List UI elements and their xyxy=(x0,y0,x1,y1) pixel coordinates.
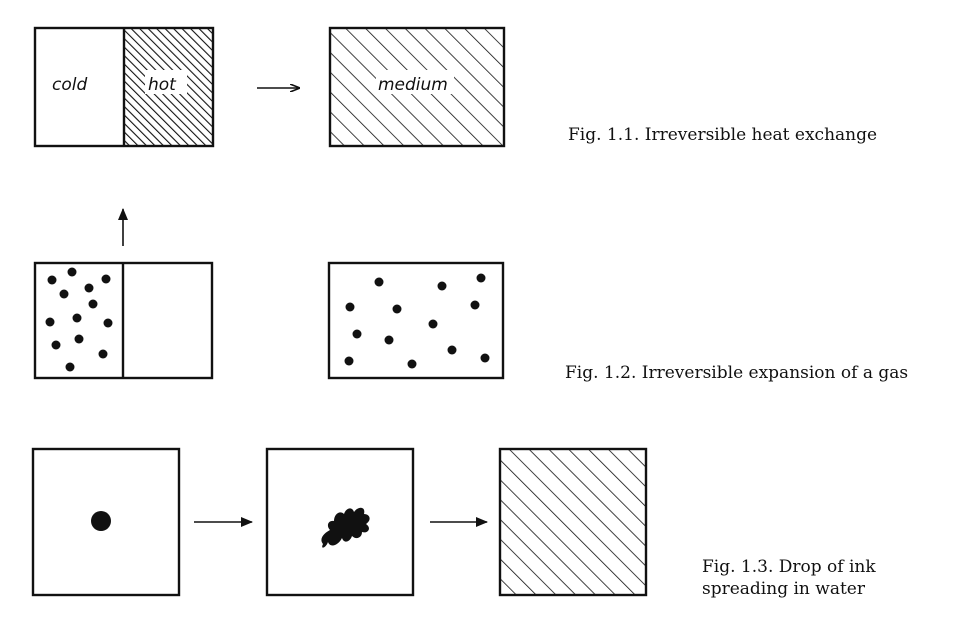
fig-1-3-caption-line-1: Fig. 1.3. Drop of ink xyxy=(702,557,876,577)
medium-label-backdrop xyxy=(376,70,454,94)
gas-particle xyxy=(345,302,355,312)
gas-particle xyxy=(470,300,480,310)
gas-particles-after xyxy=(344,273,490,369)
gas-particle xyxy=(428,319,438,329)
fig-1-2-before xyxy=(33,261,214,380)
fig-1-2-caption: Fig. 1.2. Irreversible expansion of a ga… xyxy=(565,363,909,383)
gas-box-after xyxy=(327,261,505,380)
ink-box-dispersed xyxy=(498,447,648,597)
fig-1-3-caption-line-2: spreading in water xyxy=(702,579,865,599)
gas-particle xyxy=(47,275,57,285)
fig-1-3-stage-3 xyxy=(498,447,648,597)
gas-particles-before xyxy=(45,267,113,372)
fig-1-1-after: medium xyxy=(328,26,506,148)
medium-label: medium xyxy=(378,75,448,95)
ink-drop xyxy=(91,511,111,531)
fig-1-3-caption: Fig. 1.3. Drop of ink spreading in water xyxy=(702,556,876,600)
ink-blob xyxy=(321,507,370,548)
hot-label: hot xyxy=(148,75,177,95)
fig-1-2-after xyxy=(327,261,505,380)
heat-exchange-box-after xyxy=(328,26,506,148)
fig-1-3-stage-2 xyxy=(265,447,415,597)
gas-particle xyxy=(51,340,61,350)
hot-label-backdrop xyxy=(145,70,187,94)
gas-particle xyxy=(59,289,69,299)
gas-particle xyxy=(98,349,108,359)
gas-particle xyxy=(74,334,84,344)
gas-particle xyxy=(352,329,362,339)
gas-particle xyxy=(384,335,394,345)
gas-particle xyxy=(344,356,354,366)
gas-particle xyxy=(480,353,490,363)
gas-particle xyxy=(101,274,111,284)
gas-particle xyxy=(447,345,457,355)
gas-particle xyxy=(103,318,113,328)
gas-particle xyxy=(65,362,75,372)
fig-1-3-stage-1 xyxy=(31,447,181,597)
fig-1-1-before: cold hot xyxy=(33,26,215,148)
ink-dispersed-region xyxy=(500,449,646,595)
gas-particle xyxy=(392,304,402,314)
gas-particle xyxy=(407,359,417,369)
gas-particle xyxy=(88,299,98,309)
gas-particle xyxy=(84,283,94,293)
gas-particle xyxy=(67,267,77,277)
cold-label: cold xyxy=(52,75,87,95)
gas-particle xyxy=(374,277,384,287)
gas-particle xyxy=(476,273,486,283)
gas-particle xyxy=(437,281,447,291)
fig-1-1-caption: Fig. 1.1. Irreversible heat exchange xyxy=(568,125,878,145)
gas-particle xyxy=(72,313,82,323)
gas-particle xyxy=(45,317,55,327)
